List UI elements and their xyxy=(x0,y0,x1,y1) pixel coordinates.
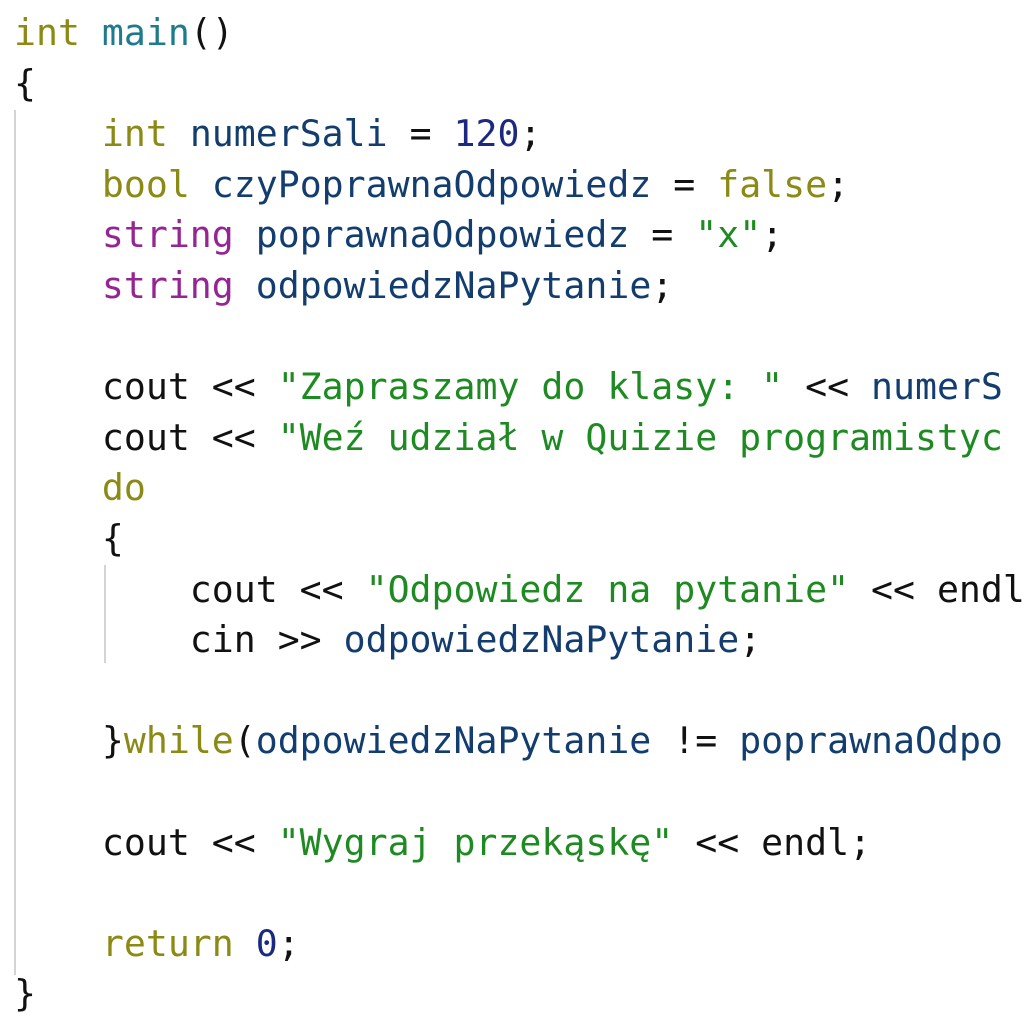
code-token: odpowiedzNaPytanie xyxy=(255,263,652,307)
code-line: }while(odpowiedzNaPytanie != poprawnaOdp… xyxy=(14,716,1024,767)
code-token: cout << xyxy=(14,820,278,864)
code-line: int numerSali = 120; xyxy=(14,109,1024,160)
code-line: cout << "Weź udział w Quizie programisty… xyxy=(14,413,1024,464)
code-token: numerSali xyxy=(189,112,388,156)
code-token: odpowiedzNaPytanie xyxy=(343,618,740,662)
code-token: int xyxy=(101,112,168,156)
code-editor[interactable]: int main(){ int numerSali = 120; bool cz… xyxy=(14,8,1024,1020)
code-token: != xyxy=(651,719,740,763)
code-token: do xyxy=(101,466,146,510)
code-token: ( xyxy=(233,719,256,763)
indent-guide-main xyxy=(14,110,16,975)
code-token xyxy=(14,112,102,155)
code-token xyxy=(14,922,102,965)
code-token: ; xyxy=(651,263,674,307)
code-token: czyPoprawnaOdpowiedz xyxy=(211,162,652,206)
code-token: { xyxy=(14,516,124,560)
code-line: cout << "Zapraszamy do klasy: " << numer… xyxy=(14,362,1024,413)
code-token: "Weź udział w Quizie programistyc xyxy=(277,415,1003,459)
code-token: = xyxy=(651,162,718,206)
code-line: cout << "Odpowiedz na pytanie" << endl xyxy=(14,565,1024,616)
code-token xyxy=(80,11,102,54)
code-token: cout << xyxy=(14,415,278,459)
code-line: bool czyPoprawnaOdpowiedz = false; xyxy=(14,160,1024,211)
code-token xyxy=(14,264,102,307)
code-token: () xyxy=(189,11,234,54)
code-token: << xyxy=(783,365,872,409)
indent-guide-do-block xyxy=(104,565,106,663)
code-token: odpowiedzNaPytanie xyxy=(255,719,652,763)
code-token: << endl; xyxy=(673,820,872,864)
code-token: ; xyxy=(827,162,850,206)
code-token: } xyxy=(14,972,36,1016)
code-token: int xyxy=(14,11,80,54)
code-token: return xyxy=(101,921,234,965)
code-line: do xyxy=(14,463,1024,514)
code-line xyxy=(14,868,1024,919)
code-line xyxy=(14,767,1024,818)
code-line: return 0; xyxy=(14,919,1024,970)
code-token: "Wygraj przekąskę" xyxy=(277,820,674,864)
code-token: << endl xyxy=(849,567,1024,611)
code-token: = xyxy=(629,213,696,257)
code-token: ; xyxy=(277,921,300,965)
code-token: "Zapraszamy do klasy: " xyxy=(277,365,784,409)
code-token: ; xyxy=(761,213,784,257)
code-token: poprawnaOdpo xyxy=(739,719,1003,763)
code-token xyxy=(14,466,102,509)
code-line: } xyxy=(14,969,1024,1020)
code-token: = xyxy=(387,112,454,156)
code-token xyxy=(234,264,256,307)
code-token: string xyxy=(101,213,234,257)
code-line: { xyxy=(14,59,1024,110)
code-token: ; xyxy=(519,112,542,156)
code-line xyxy=(14,666,1024,717)
code-token: "Odpowiedz na pytanie" xyxy=(365,567,850,611)
code-line xyxy=(14,312,1024,363)
code-token xyxy=(168,112,190,155)
code-token xyxy=(234,922,256,965)
code-token xyxy=(14,163,102,206)
code-line: cin >> odpowiedzNaPytanie; xyxy=(14,615,1024,666)
code-token: 0 xyxy=(255,921,278,965)
code-token: main xyxy=(101,11,190,54)
code-token: } xyxy=(14,719,124,763)
code-token: numerS xyxy=(871,365,1003,409)
code-token xyxy=(234,213,256,256)
code-line: string odpowiedzNaPytanie; xyxy=(14,261,1024,312)
code-token: false xyxy=(717,162,828,206)
code-line: string poprawnaOdpowiedz = "x"; xyxy=(14,210,1024,261)
code-line: cout << "Wygraj przekąskę" << endl; xyxy=(14,818,1024,869)
code-token xyxy=(14,213,102,256)
code-token: cout << xyxy=(14,365,278,409)
code-token xyxy=(190,163,212,206)
code-token: { xyxy=(14,61,36,105)
code-token: poprawnaOdpowiedz xyxy=(255,213,630,257)
code-token: bool xyxy=(101,162,190,206)
code-token: "x" xyxy=(695,213,762,257)
code-token: cout << xyxy=(14,567,366,611)
code-line: { xyxy=(14,514,1024,565)
code-line: int main() xyxy=(14,8,1024,59)
code-token: string xyxy=(101,263,234,307)
code-token: while xyxy=(123,719,234,763)
code-token: ; xyxy=(739,618,762,662)
code-token: 120 xyxy=(453,112,520,156)
code-token: cin >> xyxy=(14,618,344,662)
